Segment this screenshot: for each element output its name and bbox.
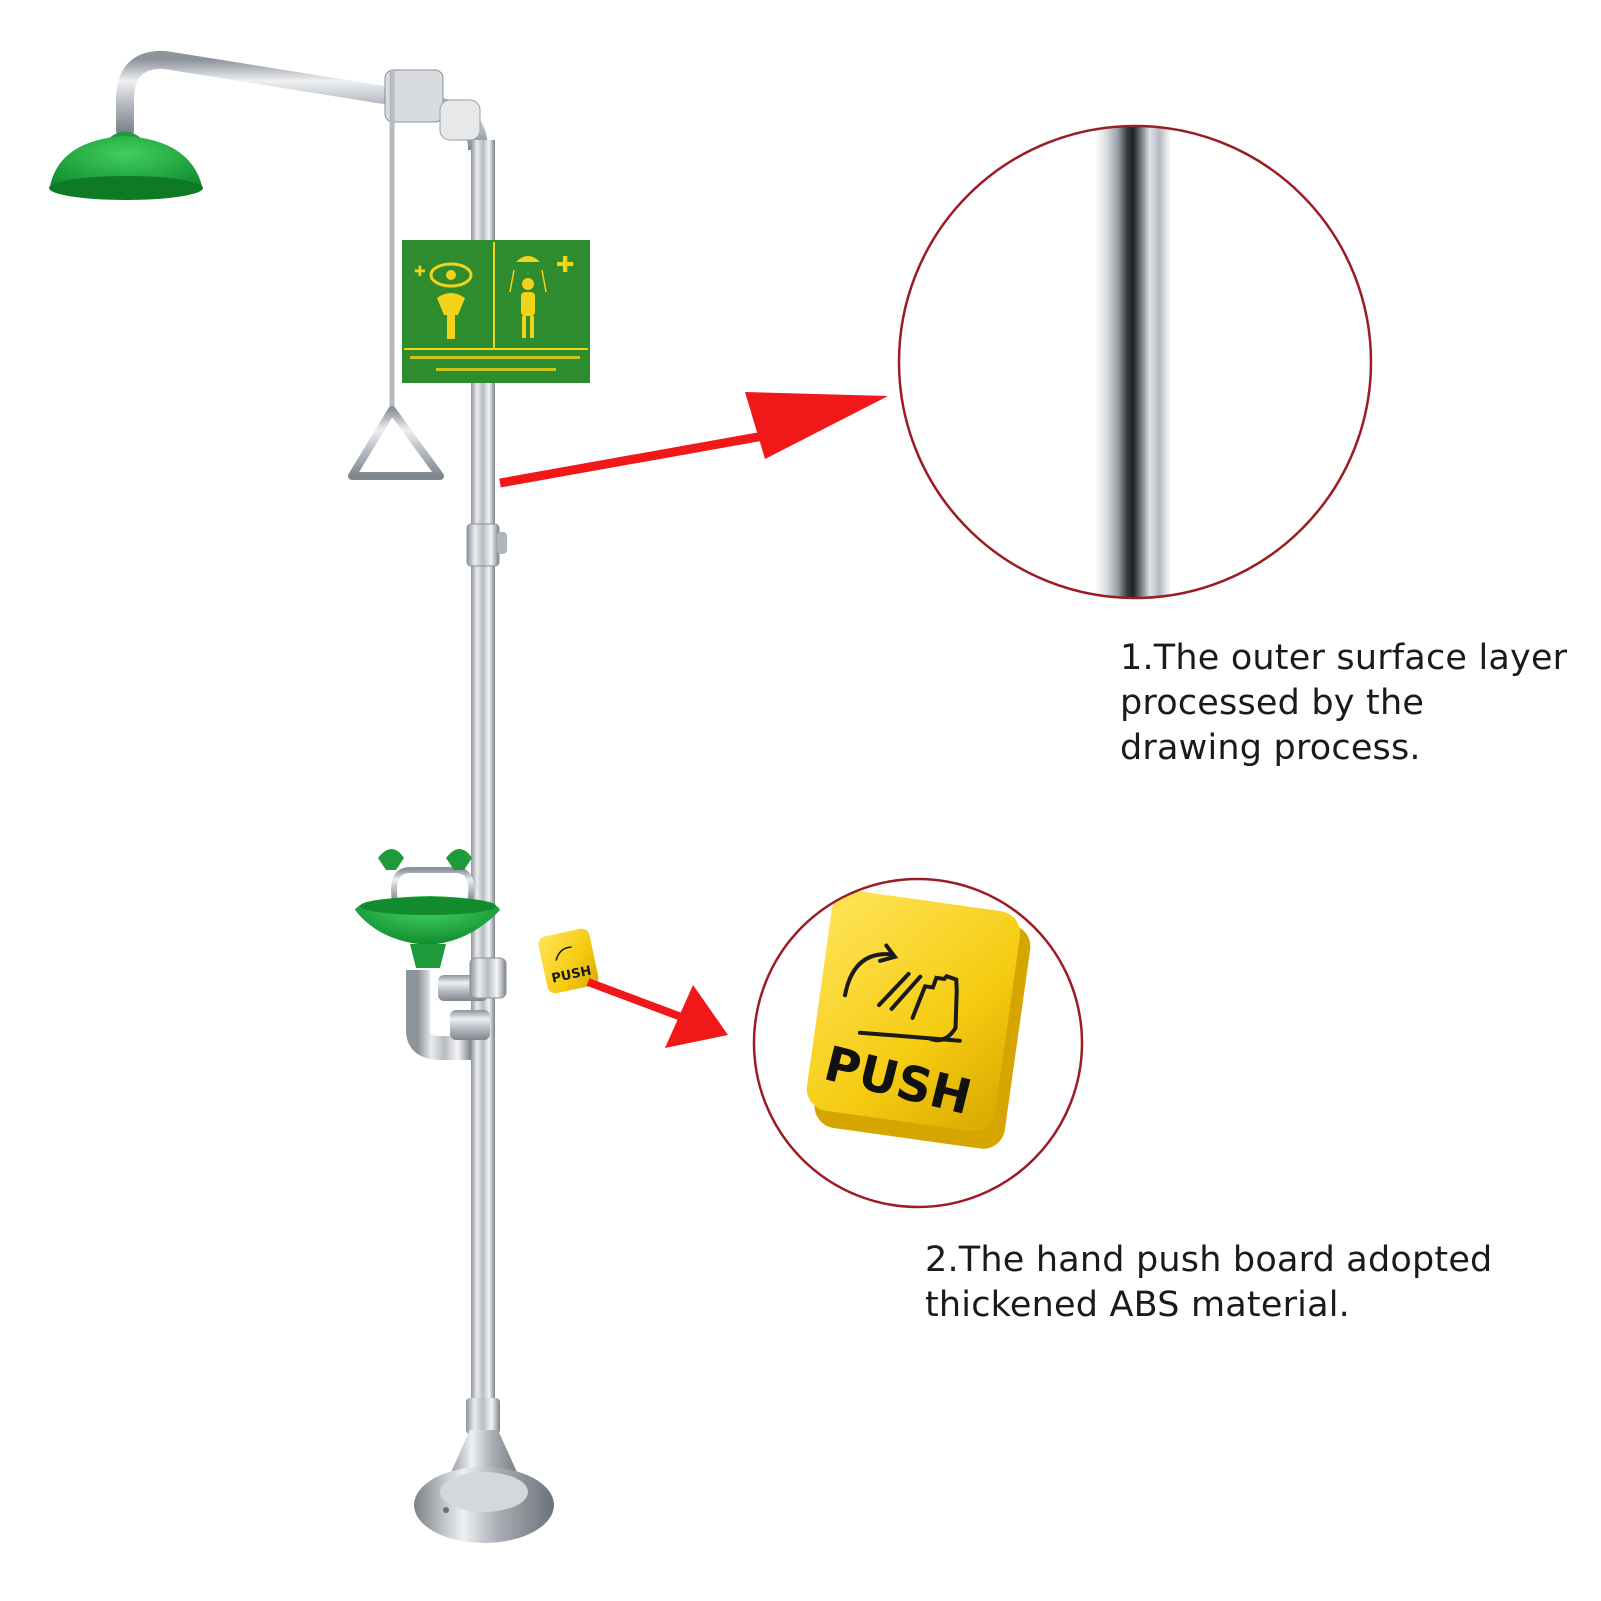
caption-line: 1.The outer surface layer bbox=[1120, 638, 1568, 678]
callout-caption-2: 2.The hand push board adopted thickened … bbox=[925, 1238, 1492, 1328]
arrow-to-push-zoom bbox=[586, 978, 728, 1048]
zoom-circle-push: PUSH bbox=[752, 877, 1084, 1209]
caption-line: thickened ABS material. bbox=[925, 1285, 1350, 1325]
hand-push-icon bbox=[843, 943, 962, 1043]
shower-head-icon bbox=[49, 50, 399, 200]
safety-sign: ✚ ✚ bbox=[402, 240, 590, 383]
floor-base bbox=[414, 1430, 554, 1543]
overhead-pipe bbox=[382, 69, 488, 151]
person-shower-icon bbox=[509, 256, 547, 338]
pull-handle bbox=[348, 70, 444, 480]
caption-line: drawing process. bbox=[1120, 728, 1421, 768]
plus-icon: ✚ bbox=[556, 253, 574, 278]
caption-line: processed by the bbox=[1120, 683, 1425, 723]
svg-text:✚: ✚ bbox=[414, 264, 426, 280]
eyewash-bowl bbox=[355, 849, 507, 1060]
arrow-to-pole-zoom bbox=[499, 392, 888, 488]
caption-line: 2.The hand push board adopted bbox=[925, 1240, 1493, 1280]
eye-icon: ✚ bbox=[414, 262, 473, 339]
zoom-circle-pipe bbox=[897, 124, 1373, 600]
callout-caption-1: 1.The outer surface layer processed by t… bbox=[1120, 636, 1567, 771]
push-plate-small: PUSH bbox=[538, 928, 599, 994]
